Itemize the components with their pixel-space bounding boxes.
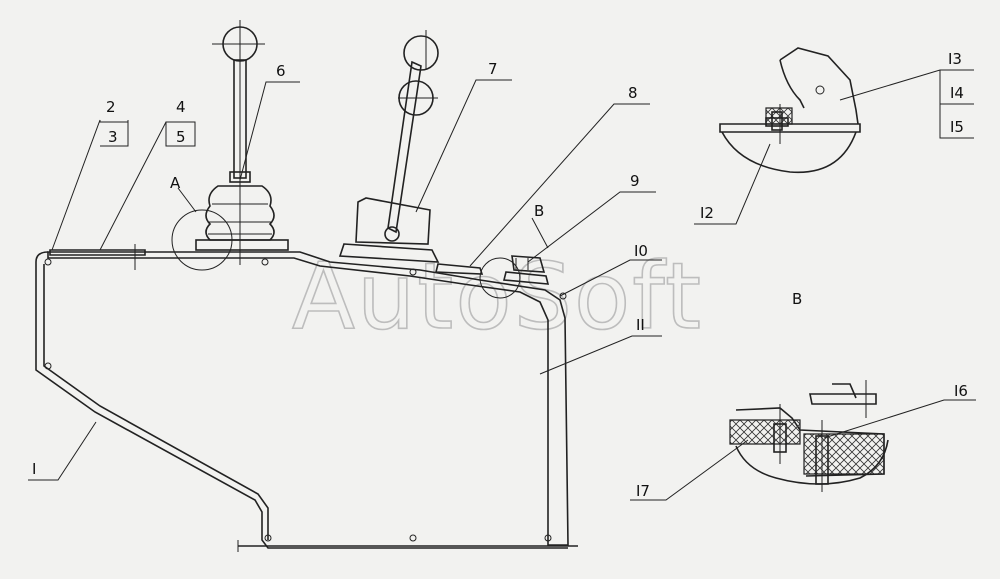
callout-7: 7	[488, 60, 498, 78]
view-labels: A B B	[170, 174, 802, 308]
callout-8: 8	[628, 84, 638, 102]
view-circle-a	[171, 209, 233, 271]
callout-17: I7	[636, 482, 650, 500]
callout-12: I2	[700, 204, 714, 222]
callout-9: 9	[630, 172, 640, 190]
callout-14: I4	[950, 84, 964, 102]
callout-16: I6	[954, 382, 968, 400]
callout-4: 4	[176, 98, 186, 116]
callout-10: I0	[634, 242, 648, 260]
housing-panel	[35, 251, 578, 552]
nut-9	[479, 255, 550, 299]
leader-lines	[28, 69, 976, 501]
gasket-strip	[49, 244, 146, 270]
callout-11: II	[636, 316, 645, 334]
lever-7	[338, 30, 440, 263]
callout-1: I	[32, 460, 36, 478]
detail-b-title: B	[792, 290, 802, 308]
rivets	[44, 258, 567, 542]
section-view-b	[719, 47, 861, 174]
callout-6: 6	[276, 62, 286, 80]
callout-2: 2	[106, 98, 116, 116]
lever-6	[195, 20, 289, 265]
detail-b	[729, 380, 889, 492]
callout-15: I5	[950, 118, 964, 136]
callout-13: I3	[948, 50, 962, 68]
view-label-b: B	[534, 202, 544, 220]
cover-plate-8	[434, 263, 484, 275]
callout-labels: I 2 3 4 5 6 7 8 9 I0 II I2 I3 I4 I5 I6 I…	[32, 50, 968, 500]
callout-3: 3	[108, 128, 118, 146]
callout-5: 5	[176, 128, 186, 146]
view-label-a: A	[170, 174, 181, 192]
